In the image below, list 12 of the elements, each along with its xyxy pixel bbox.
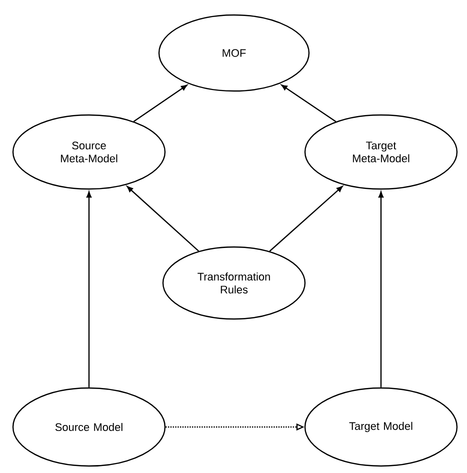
ellipse-node: Target Model [304,387,458,467]
arrow [281,84,336,122]
ellipse-node: MOF [158,14,310,92]
ellipse-node: Transformation Rules [162,246,306,320]
arrow [269,186,343,252]
ellipse-node: Source Model [12,387,166,467]
arrow [86,191,92,388]
arrow [126,186,200,252]
arrow [133,84,188,122]
ellipse-node: Source Meta-Model [12,114,166,190]
arrow [378,191,384,388]
ellipse-node: Target Meta-Model [304,114,458,190]
